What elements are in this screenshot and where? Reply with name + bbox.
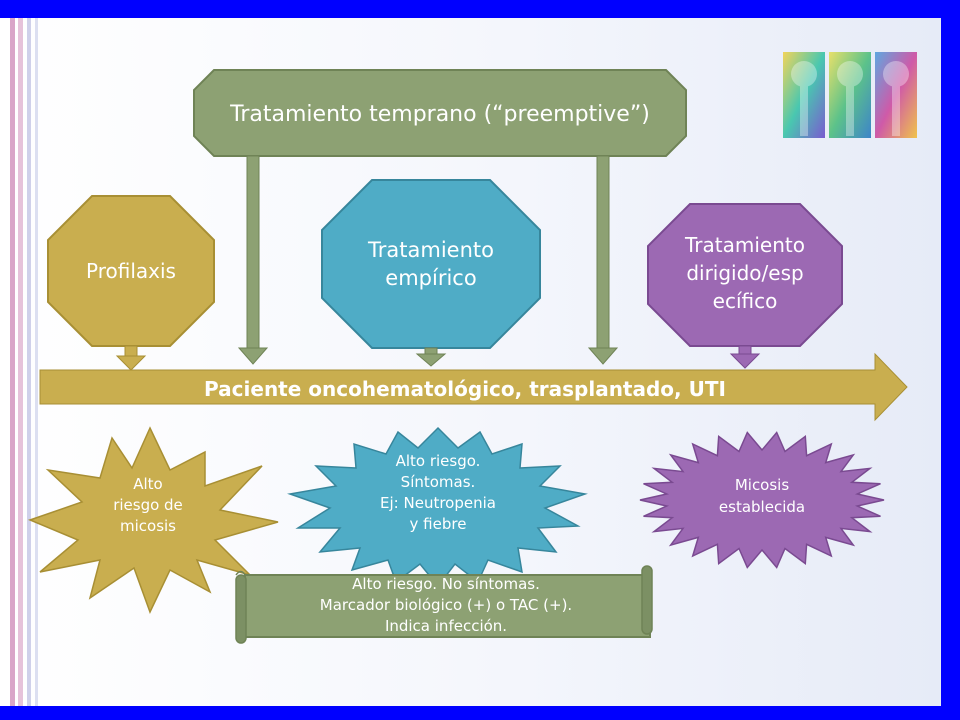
thumbnail-images bbox=[783, 52, 917, 138]
star-sintomas-line3: Ej: Neutropenia bbox=[380, 494, 496, 512]
thumbnail-1 bbox=[783, 52, 825, 138]
empirico-arrow bbox=[415, 347, 447, 367]
scroll-line3: Indica infección. bbox=[385, 617, 507, 635]
profilaxis-label: Profilaxis bbox=[86, 259, 176, 283]
thumbnail-3 bbox=[875, 52, 917, 138]
preemptive-box bbox=[193, 69, 687, 157]
star-alto-riesgo-line1: Alto bbox=[133, 475, 163, 493]
preemptive-label: Tratamiento temprano (“preemptive”) bbox=[229, 102, 650, 127]
star-micosis-line2: establecida bbox=[719, 498, 805, 516]
dirigido-label-line1: Tratamiento bbox=[684, 233, 805, 257]
decor-stripe-2 bbox=[18, 18, 23, 706]
star-sintomas-line1: Alto riesgo. bbox=[396, 452, 481, 470]
thumbnail-2 bbox=[829, 52, 871, 138]
decor-stripe-4 bbox=[35, 18, 38, 706]
main-arrow-label: Paciente oncohematológico, trasplantado,… bbox=[204, 377, 726, 401]
star-sintomas-line4: y fiebre bbox=[410, 515, 467, 533]
star-alto-riesgo-line3: micosis bbox=[120, 517, 176, 535]
star-micosis bbox=[639, 431, 885, 569]
main-arrow bbox=[39, 352, 908, 422]
bottom-bar bbox=[0, 706, 960, 720]
scroll-line1: Alto riesgo. No síntomas. bbox=[352, 575, 540, 593]
empirico-label-line1: Tratamiento bbox=[367, 238, 494, 262]
profilaxis-arrow bbox=[115, 345, 147, 371]
star-sintomas-line2: Síntomas. bbox=[401, 473, 476, 491]
profilaxis-octagon bbox=[47, 195, 215, 347]
empirico-octagon bbox=[321, 179, 541, 349]
right-bar bbox=[941, 18, 960, 706]
scroll-banner bbox=[235, 565, 653, 644]
star-micosis-line1: Micosis bbox=[735, 476, 790, 494]
dirigido-label-line3: ecífico bbox=[713, 289, 778, 313]
empirico-label-line2: empírico bbox=[385, 266, 476, 290]
preemptive-arrow-right bbox=[587, 155, 619, 365]
dirigido-arrow bbox=[729, 345, 761, 369]
decor-stripe-3 bbox=[27, 18, 31, 706]
star-alto-riesgo bbox=[27, 426, 279, 614]
dirigido-label-line2: dirigido/esp bbox=[686, 261, 803, 285]
top-bar bbox=[0, 0, 960, 18]
preemptive-arrow-left bbox=[237, 155, 269, 365]
star-alto-riesgo-line2: riesgo de bbox=[113, 496, 183, 514]
decor-stripe-1 bbox=[10, 18, 15, 706]
scroll-line2: Marcador biológico (+) o TAC (+). bbox=[320, 596, 572, 614]
dirigido-octagon bbox=[647, 203, 843, 347]
